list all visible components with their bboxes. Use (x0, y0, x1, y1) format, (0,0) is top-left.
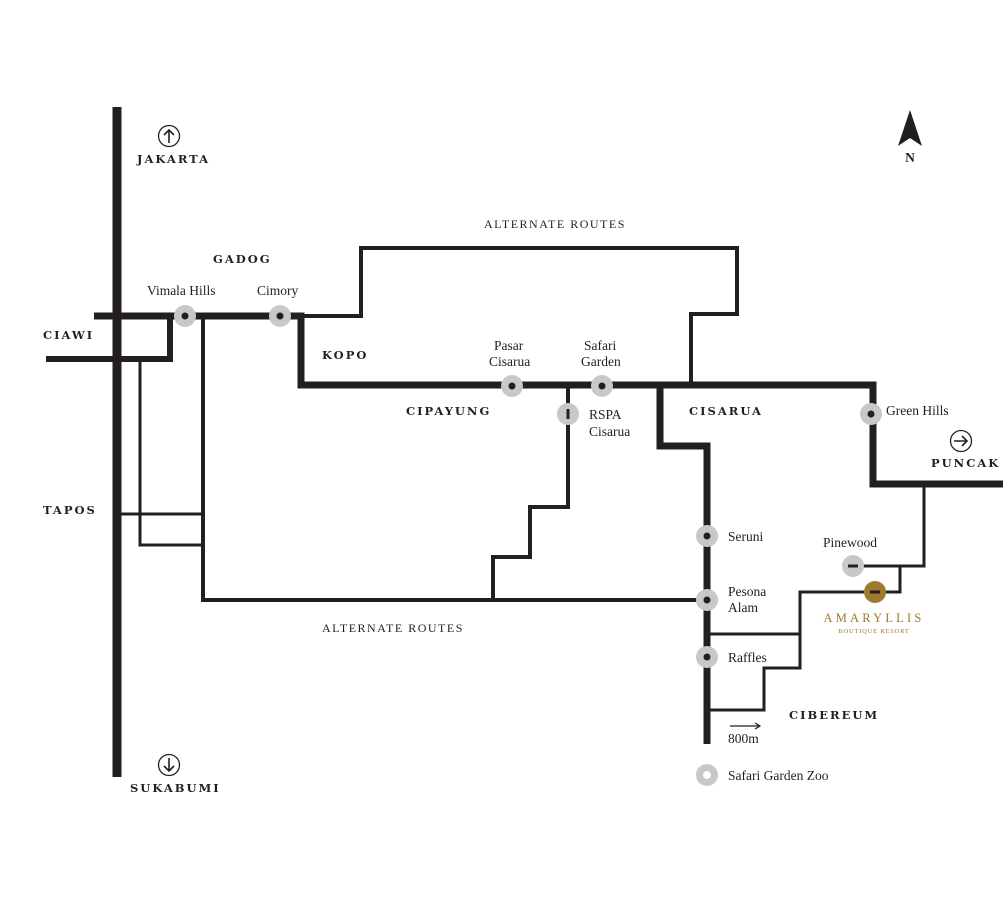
place-label-safari: Safari (584, 338, 616, 353)
legend-label: Safari Garden Zoo (728, 768, 829, 783)
area-label-kopo: KOPO (322, 348, 368, 362)
place-label-pesona: Pesona (728, 584, 766, 599)
area-label-puncak: PUNCAK (931, 456, 1000, 470)
arrow-down-circle-icon (157, 753, 181, 777)
place-label-pasar-cisarua: Cisarua (489, 354, 530, 369)
markers (174, 305, 886, 668)
roads (46, 107, 1003, 777)
place-label-raffles: Raffles (728, 650, 767, 665)
area-label-cibereum: CIBEREUM (789, 708, 879, 722)
place-label-rspa: RSPA (589, 407, 622, 422)
road-resort-access (707, 590, 875, 712)
marker-safari-garden[interactable] (591, 375, 613, 397)
resort-subtitle: BOUTIQUE RESORT (838, 628, 909, 635)
scale-arrow-icon (730, 722, 762, 730)
area-label-sukabumi: SUKABUMI (130, 781, 221, 795)
place-label-cimory: Cimory (257, 283, 299, 298)
north-arrow-icon (898, 110, 922, 146)
area-label-cisarua: CISARUA (689, 404, 763, 418)
area-label-ciawi: CIAWI (43, 328, 94, 342)
road-tapos-loop (117, 359, 203, 547)
road-ciawi (46, 316, 173, 362)
north-label: N (905, 150, 915, 165)
place-label-pesona-alam: Alam (728, 600, 758, 615)
alternate-routes-top-label: ALTERNATE ROUTES (484, 217, 626, 231)
marker-pesona-alam[interactable] (696, 589, 718, 611)
marker-green-hills[interactable] (860, 403, 882, 425)
area-label-jakarta: JAKARTA (136, 152, 210, 166)
place-label-seruni: Seruni (728, 529, 763, 544)
marker-pinewood[interactable] (842, 555, 864, 577)
road-cisarua-cibereum (656, 385, 711, 744)
arrow-up-circle-icon (157, 124, 181, 148)
marker-seruni[interactable] (696, 525, 718, 547)
marker-raffles[interactable] (696, 646, 718, 668)
resort-name: AMARYLLIS (823, 611, 924, 625)
road-alternate-bottom (201, 316, 707, 602)
place-label-pinewood: Pinewood (823, 535, 877, 550)
alternate-routes-bottom-label: ALTERNATE ROUTES (322, 621, 464, 635)
area-label-tapos: TAPOS (43, 503, 97, 517)
marker-vimala-hills[interactable] (174, 305, 196, 327)
road-resort-puncak (875, 484, 926, 594)
place-label-safari-garden: Garden (581, 354, 621, 369)
scale-label: 800m (728, 731, 759, 746)
marker-rspa-cisarua[interactable] (557, 403, 579, 425)
place-label-vimala-hills: Vimala Hills (147, 283, 216, 298)
arrow-right-circle-icon (949, 429, 973, 453)
road-main-puncak (94, 312, 1003, 488)
place-label-rspa-cisarua: Cisarua (589, 424, 630, 439)
legend-marker-icon (696, 764, 718, 786)
marker-amaryllis[interactable] (864, 581, 886, 603)
marker-cimory[interactable] (269, 305, 291, 327)
road-rspa-connector (491, 385, 570, 600)
area-label-cipayung: CIPAYUNG (406, 404, 491, 418)
road-alternate-top (301, 246, 739, 385)
marker-pasar-cisarua[interactable] (501, 375, 523, 397)
place-label-green-hills: Green Hills (886, 403, 949, 418)
place-label-pasar: Pasar (494, 338, 524, 353)
area-label-gadog: GADOG (213, 252, 272, 266)
